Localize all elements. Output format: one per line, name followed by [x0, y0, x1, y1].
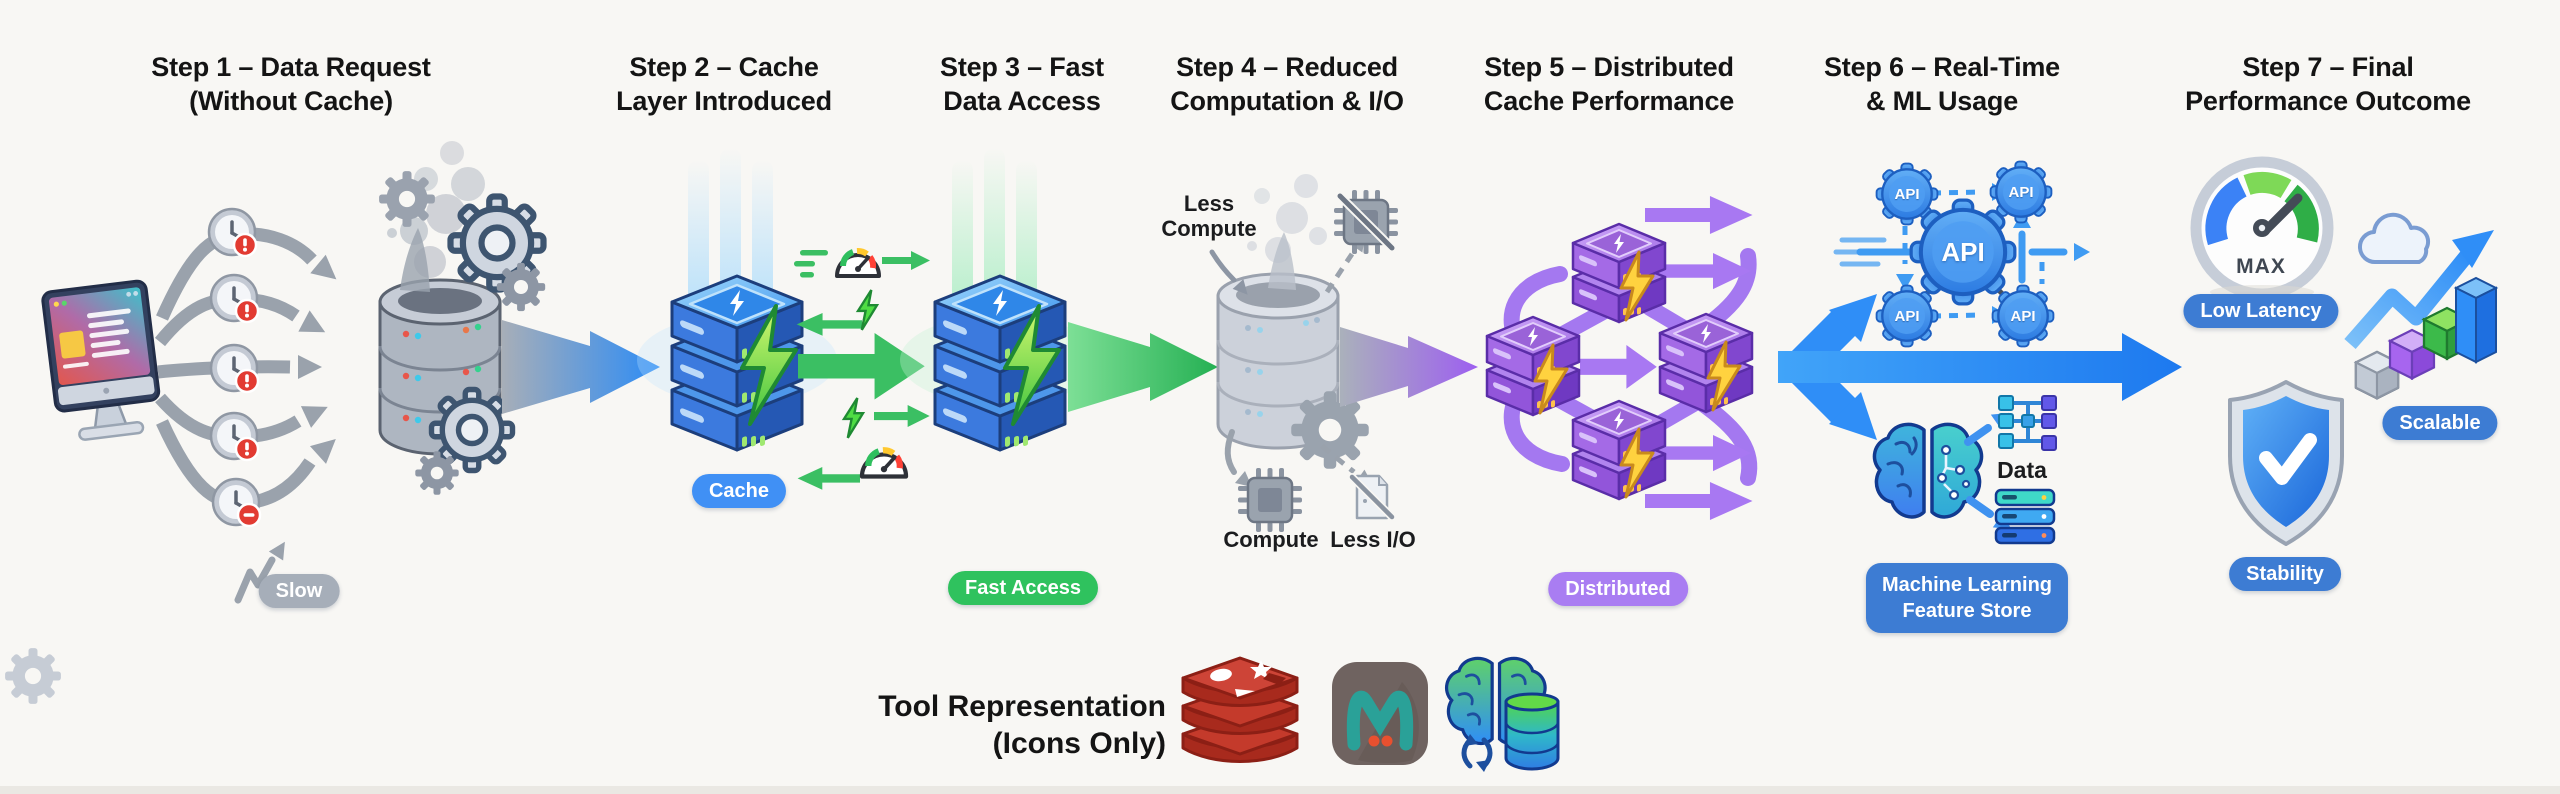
step6-title: Step 6 – Real-Time& ML Usage [1824, 52, 2060, 116]
fast-exchange-arrows [794, 250, 930, 490]
step6-illustration [1833, 160, 2090, 545]
no-compute-chip-icon [1334, 190, 1398, 254]
api-label: API [2010, 308, 2036, 325]
scalable-badge: Scalable [2382, 406, 2498, 440]
gear-icon [1291, 391, 1369, 469]
memcached-icon [1332, 662, 1428, 765]
slow-trend-icon [234, 537, 293, 604]
step4-illustration [1209, 174, 1478, 532]
client-monitor-icon [41, 279, 161, 441]
stability-shield-icon [2230, 382, 2342, 544]
step3-illustration [900, 148, 1218, 452]
step5-illustration [1485, 196, 1758, 520]
fast-access-badge: Fast Access [948, 571, 1098, 605]
less-compute-label: Less Compute [1161, 191, 1257, 241]
cache-badge: Cache [691, 474, 787, 508]
api-label: API [1894, 186, 1920, 203]
step7-illustration [2190, 156, 2499, 544]
step2-illustration [637, 148, 837, 452]
less-io-file-icon [1348, 473, 1396, 521]
less-io-label: Less I/O [1330, 527, 1416, 552]
idle-database-icon [1216, 232, 1340, 450]
compute-label: Compute [1223, 527, 1319, 552]
slow-badge: Slow [258, 574, 340, 608]
bottom-edge [0, 786, 2560, 794]
api-label-center: API [1941, 237, 1985, 267]
feature-graph-icon [1998, 395, 2057, 451]
ml-brain-icon [1872, 422, 1984, 519]
tool-icons [1181, 656, 1560, 772]
arrow-step3-to-step4 [1068, 322, 1218, 412]
arrow-step5-to-step6 [1778, 294, 2182, 440]
latency-clock-icons [207, 207, 262, 528]
arrow-step1-to-step2 [502, 320, 660, 414]
step1-illustration [5, 141, 660, 704]
low-latency-badge: Low Latency [2183, 294, 2339, 328]
api-label: API [2008, 184, 2034, 201]
feature-store-servers-icon [1994, 488, 2056, 545]
overloaded-database-icon [378, 228, 502, 456]
redis-icon [1181, 656, 1299, 763]
ml-feature-store [1872, 395, 2057, 545]
cache-server-icon [670, 274, 804, 452]
gauge-max-label: MAX [2236, 255, 2286, 278]
ml-feature-store-icon [1444, 656, 1560, 772]
api-label: API [1894, 308, 1920, 325]
speedometer-icon [837, 251, 879, 276]
fast-cache-server-icon [933, 274, 1067, 452]
latency-gauge-icon [2190, 156, 2334, 300]
step1-title: Step 1 – Data Request(Without Cache) [151, 52, 431, 116]
distributed-badge: Distributed [1548, 572, 1688, 606]
data-label: Data [1997, 457, 2047, 483]
scalability-chart [2344, 212, 2499, 400]
footer-label: Tool Representation(Icons Only) [878, 690, 1166, 760]
speedometer-icon [862, 450, 906, 476]
arrow-step4-to-step5 [1340, 327, 1478, 407]
lightning-icon [842, 396, 865, 440]
cloud-icon [2357, 212, 2431, 265]
api-cluster [1833, 160, 2090, 348]
stability-badge: Stability [2229, 557, 2341, 591]
